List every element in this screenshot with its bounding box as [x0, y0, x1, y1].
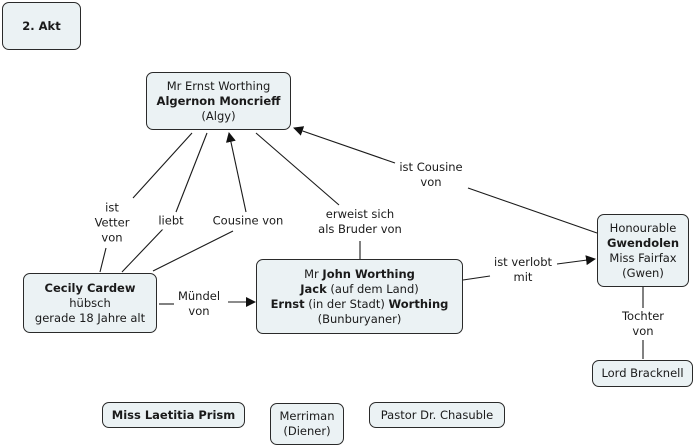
node-miss-prism[interactable]: Miss Laetitia Prism	[102, 402, 245, 428]
gwendolen-surname: Miss Fairfax	[609, 250, 677, 265]
node-merriman[interactable]: Merriman (Diener)	[270, 403, 344, 445]
edge-liebt-lower	[121, 228, 164, 273]
link-text: Mündel	[177, 289, 221, 303]
prism-name: Miss Laetitia Prism	[111, 407, 236, 422]
link-text: ist	[105, 200, 119, 215]
link-text: von	[420, 175, 442, 189]
link-ist-cousine-von[interactable]: ist Cousine von	[397, 159, 465, 191]
cecily-trait: hübsch	[69, 295, 111, 310]
link-text: ist verlobt	[494, 255, 552, 269]
act-title-node[interactable]: 2. Akt	[2, 2, 81, 50]
link-text: von	[101, 230, 123, 245]
edge-vetter-upper	[132, 132, 193, 199]
link-muendel-von[interactable]: Mündel von	[175, 288, 223, 320]
john-alias-ernst: Ernst	[270, 296, 305, 311]
link-text: Cousine von	[212, 213, 284, 228]
john-surname: Worthing	[388, 296, 449, 311]
link-ist-vetter-von[interactable]: ist Vetter von	[92, 199, 132, 247]
link-text: von	[188, 304, 210, 318]
link-text: Tochter	[621, 309, 665, 323]
node-pastor-chasuble[interactable]: Pastor Dr. Chasuble	[369, 402, 505, 428]
link-text: als Bruder von	[318, 222, 402, 236]
gwendolen-name: Gwendolen	[606, 235, 680, 250]
node-gwendolen[interactable]: Honourable Gwendolen Miss Fairfax (Gwen)	[597, 214, 689, 287]
merriman-name: Merriman	[279, 409, 335, 423]
link-liebt[interactable]: liebt	[156, 212, 186, 230]
link-text: von	[632, 324, 654, 338]
link-cousine-von[interactable]: Cousine von	[210, 212, 286, 230]
edge-verlobt-right	[556, 255, 596, 266]
john-line-2: Jack (auf dem Land)	[300, 282, 418, 297]
john-line-1: Mr John Worthing	[304, 267, 415, 282]
john-alias-jack: Jack	[300, 281, 327, 296]
edge-cousine-lower	[152, 230, 234, 272]
algernon-alias: Mr Ernst Worthing	[166, 78, 271, 93]
algernon-name: Algernon Moncrieff	[156, 93, 281, 108]
node-lord-bracknell[interactable]: Lord Bracknell	[592, 360, 693, 387]
algernon-nickname: (Algy)	[201, 108, 236, 123]
link-text: Vetter	[94, 215, 130, 230]
john-title: Mr	[304, 266, 323, 281]
chasuble-name: Pastor Dr. Chasuble	[380, 407, 494, 422]
gwendolen-title: Honourable	[609, 220, 677, 235]
edge-liebt-upper	[175, 132, 208, 213]
node-john-worthing[interactable]: Mr John Worthing Jack (auf dem Land) Ern…	[256, 259, 463, 334]
link-tochter-von[interactable]: Tochter von	[619, 308, 667, 340]
edge-vetter-lower	[99, 247, 107, 273]
cecily-age: gerade 18 Jahre alt	[34, 310, 146, 325]
link-text: ist Cousine	[399, 160, 463, 174]
act-title: 2. Akt	[22, 18, 61, 33]
john-role: (Bunburyaner)	[317, 311, 402, 326]
edge-ist-cousine-lower	[467, 187, 598, 234]
bracknell-name: Lord Bracknell	[601, 366, 684, 380]
edge-verlobt-left	[462, 275, 491, 281]
edge-ist-cousine-upper	[293, 126, 396, 164]
john-ernst-context: (in der Stadt)	[304, 296, 389, 311]
node-cecily[interactable]: Cecily Cardew hübsch gerade 18 Jahre alt	[23, 273, 157, 333]
link-text: liebt	[158, 213, 184, 228]
link-text: mit	[513, 270, 533, 284]
link-erweist-sich-als-bruder-von[interactable]: erweist sich als Bruder von	[316, 206, 404, 238]
merriman-role: (Diener)	[283, 424, 331, 438]
link-ist-verlobt-mit[interactable]: ist verlobt mit	[492, 254, 554, 286]
edge-bruder-upper	[255, 132, 340, 206]
john-jack-context: (auf dem Land)	[326, 281, 419, 296]
john-line-3: Ernst (in der Stadt) Worthing	[271, 297, 449, 312]
node-algernon[interactable]: Mr Ernst Worthing Algernon Moncrieff (Al…	[146, 72, 291, 130]
gwendolen-nickname: (Gwen)	[622, 265, 664, 280]
edge-cousine-upper	[226, 132, 247, 213]
link-text: erweist sich	[325, 207, 395, 221]
john-name: John Worthing	[322, 266, 415, 281]
cecily-name: Cecily Cardew	[44, 280, 136, 295]
